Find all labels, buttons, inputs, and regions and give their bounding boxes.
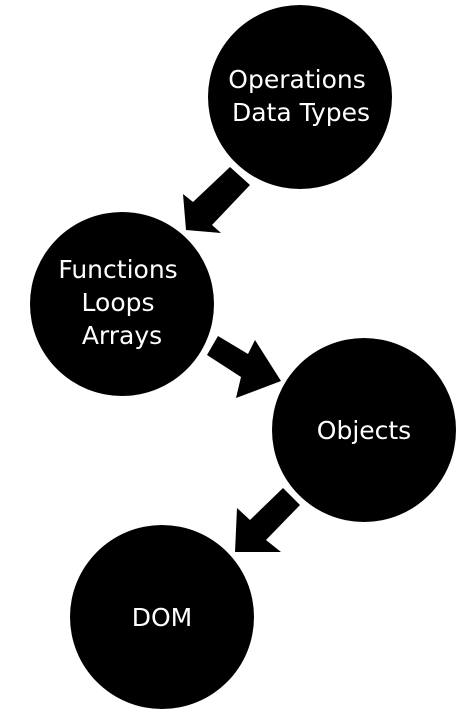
node-operations: Operations Data Types bbox=[208, 5, 392, 189]
node-functions-line-2: Loops bbox=[82, 288, 155, 317]
node-functions-label: Functions Loops Arrays bbox=[58, 255, 185, 350]
node-operations-line-2: Data Types bbox=[232, 98, 370, 127]
arrow-operations-to-functions bbox=[183, 167, 250, 233]
node-dom-line-1: DOM bbox=[132, 603, 193, 632]
node-objects-label: Objects bbox=[317, 416, 411, 445]
node-operations-circle bbox=[208, 5, 392, 189]
node-objects-circle bbox=[272, 338, 456, 522]
arrows bbox=[183, 167, 300, 552]
node-operations-line-1: Operations bbox=[228, 65, 365, 94]
node-functions-circle bbox=[30, 212, 214, 396]
node-objects-line-1: Objects bbox=[317, 416, 411, 445]
node-dom-label: DOM bbox=[132, 603, 193, 632]
node-functions: Functions Loops Arrays bbox=[30, 212, 214, 396]
node-functions-line-1: Functions bbox=[58, 255, 177, 284]
arrow-functions-to-objects bbox=[207, 336, 281, 398]
node-dom-circle bbox=[70, 525, 254, 709]
node-dom: DOM bbox=[70, 525, 254, 709]
node-operations-label: Operations Data Types bbox=[228, 65, 373, 127]
node-functions-line-3: Arrays bbox=[82, 321, 162, 350]
arrow-objects-to-dom bbox=[235, 488, 300, 552]
node-objects: Objects bbox=[272, 338, 456, 522]
